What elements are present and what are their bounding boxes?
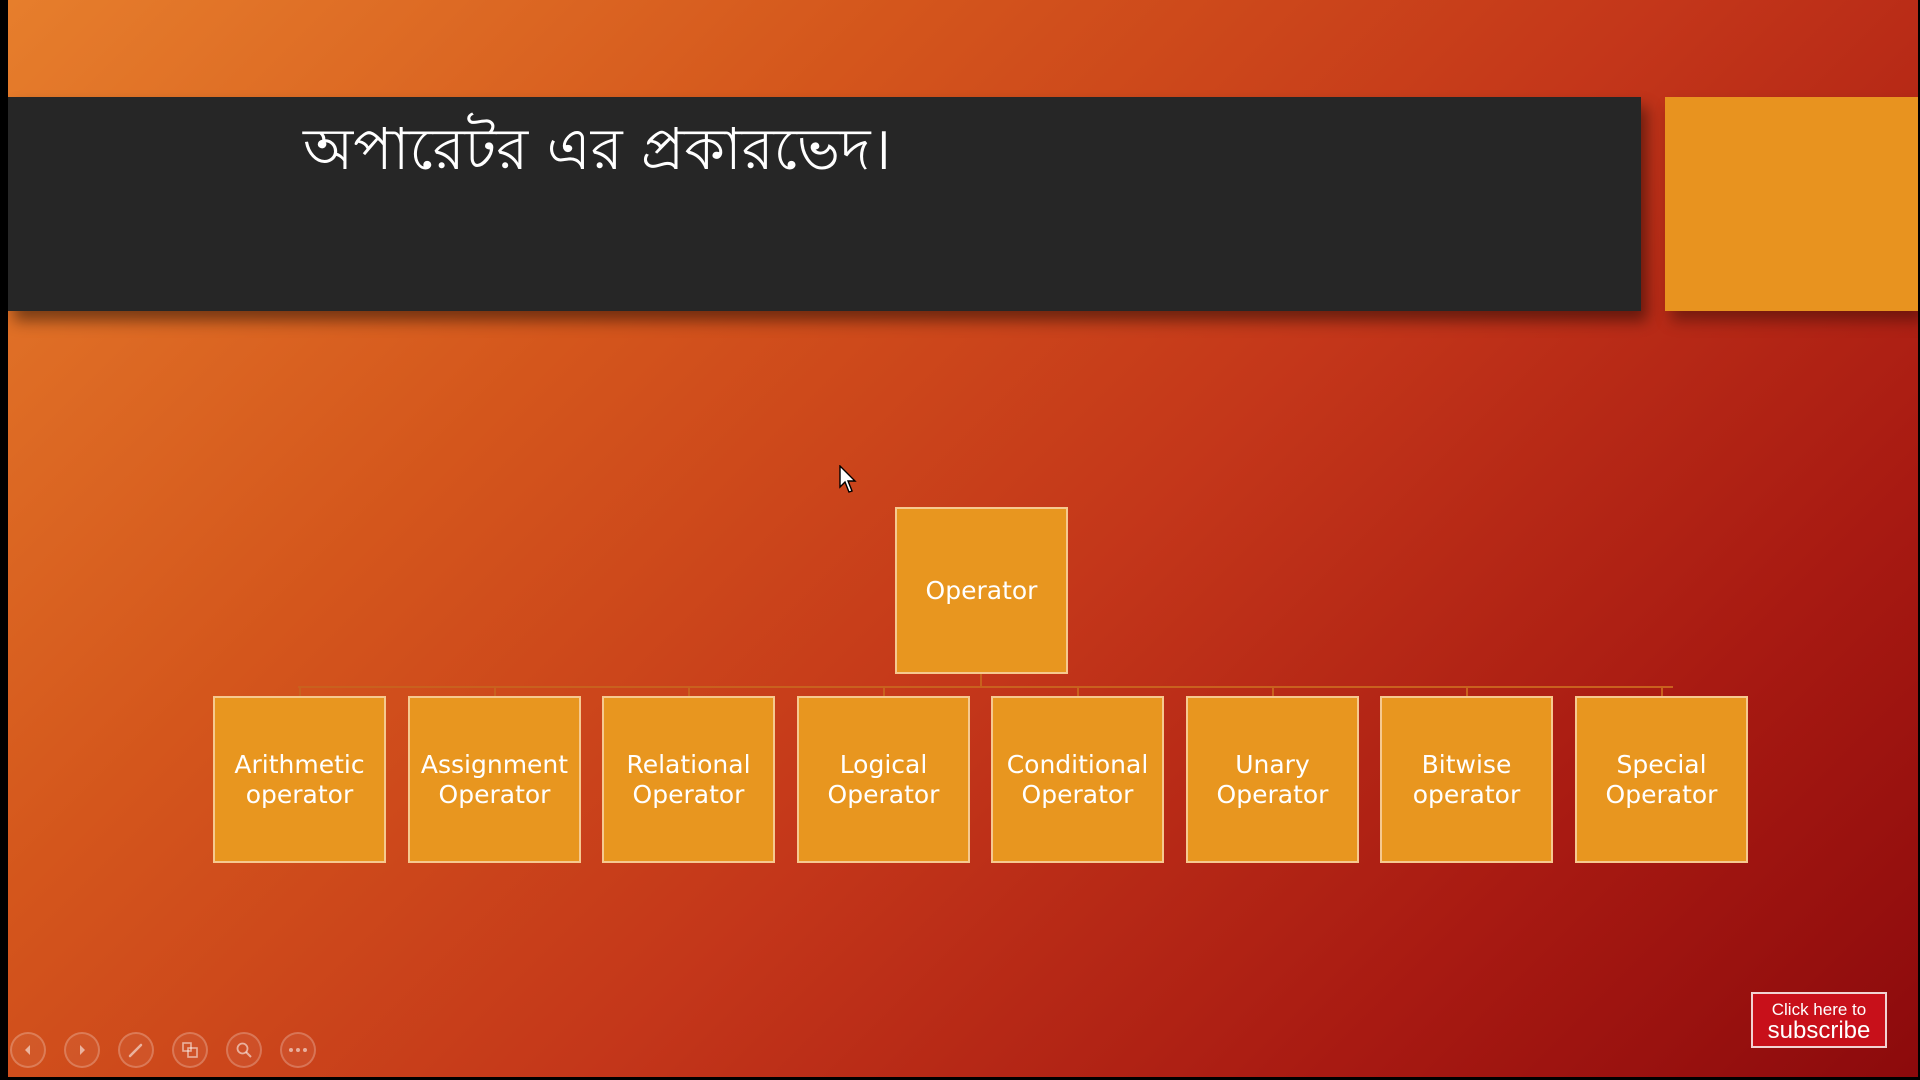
accent-block [1665, 97, 1918, 311]
pen-icon [128, 1043, 143, 1058]
operator-type-box: Conditional Operator [991, 696, 1164, 863]
pen-button[interactable] [118, 1032, 154, 1068]
connector-vertical-child [1466, 686, 1468, 696]
subscribe-line1: Click here to [1771, 1000, 1867, 1019]
slideshow-controls [10, 1032, 316, 1068]
operator-type-box: Assignment Operator [408, 696, 581, 863]
next-icon [80, 1045, 85, 1055]
operator-type-box: Bitwise operator [1380, 696, 1553, 863]
connector-horizontal [298, 686, 1673, 688]
subscribe-line2: subscribe [1767, 1017, 1871, 1044]
operator-type-label: Conditional Operator [1006, 749, 1149, 809]
connector-vertical-child [883, 686, 885, 696]
operator-type-label: Relational Operator [626, 749, 751, 809]
operator-type-label: Logical Operator [827, 749, 940, 809]
operator-type-label: Unary Operator [1216, 749, 1329, 809]
connector-vertical-child [494, 686, 496, 696]
operator-type-box: Special Operator [1575, 696, 1748, 863]
more-button[interactable] [280, 1032, 316, 1068]
operator-type-box: Unary Operator [1186, 696, 1359, 863]
slide-title: অপারেটর এর প্রকারভেদ। [303, 115, 892, 183]
operator-type-box: Arithmetic operator [213, 696, 386, 863]
connector-vertical-root [980, 674, 982, 686]
connector-vertical-child [299, 686, 301, 696]
zoom-icon [236, 1042, 252, 1058]
operator-type-label: Special Operator [1605, 749, 1718, 809]
previous-button[interactable] [10, 1032, 46, 1068]
slides-button[interactable] [172, 1032, 208, 1068]
operator-type-label: Assignment Operator [420, 749, 569, 809]
operator-type-label: Bitwise operator [1412, 749, 1521, 809]
more-icon [289, 1048, 307, 1052]
connector-vertical-child [1661, 686, 1663, 696]
operator-type-box: Relational Operator [602, 696, 775, 863]
title-bar [8, 97, 1641, 311]
operator-box: Operator [895, 507, 1068, 674]
previous-icon [25, 1045, 30, 1055]
next-button[interactable] [64, 1032, 100, 1068]
connector-vertical-child [688, 686, 690, 696]
connector-vertical-child [1077, 686, 1079, 696]
slide: অপারেটর এর প্রকারভেদ। Operator Arithmeti… [8, 0, 1918, 1077]
connector-vertical-child [1272, 686, 1274, 696]
subscribe-button[interactable]: Click here to subscribe [1751, 992, 1887, 1048]
mouse-cursor-icon [839, 465, 857, 493]
operator-type-label: Arithmetic operator [234, 749, 365, 809]
slides-icon [182, 1042, 198, 1058]
operator-type-box: Logical Operator [797, 696, 970, 863]
operator-label: Operator [925, 575, 1038, 605]
zoom-button[interactable] [226, 1032, 262, 1068]
